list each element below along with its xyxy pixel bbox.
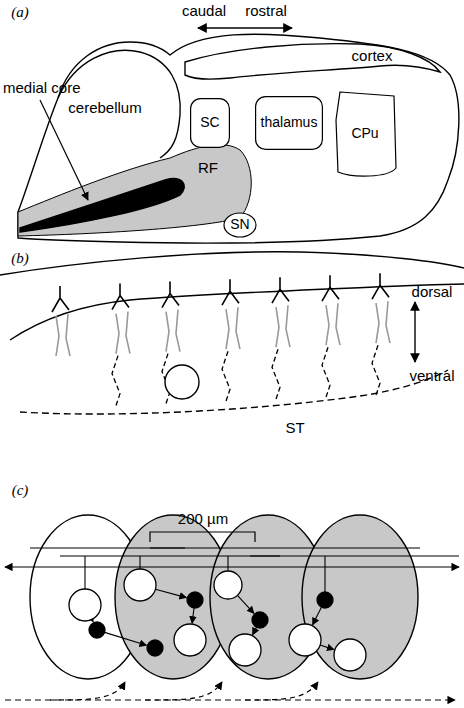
text-label: cerebellum [68,100,141,117]
axon-line [227,556,228,571]
synapse-arrow [320,645,334,650]
dendrite-dashed [272,349,280,399]
medial-core [20,179,184,232]
region-name: thalamus [261,115,318,130]
projection-cell [289,624,321,656]
modules [5,515,459,700]
region-name: CPu [351,126,378,141]
dendrites [52,273,390,405]
synapse-arrow [105,632,147,645]
region-shape [224,213,256,237]
axis-arrow [414,302,415,362]
dendrite-grey [226,307,240,349]
text-label: (b) [11,250,29,267]
brain-region: SN [224,213,256,237]
dendrite-grey [376,301,390,343]
brain-outline [18,34,459,243]
dendrite-dashed [222,351,230,401]
cortex-inner-line [185,44,440,80]
cell-circuit [30,548,459,671]
text-label: medial core [3,80,81,97]
dendrite-dashed [322,347,330,397]
brain-region: CPu [332,90,398,178]
dendrite-branch [322,275,339,301]
dendrite-branch [372,273,389,299]
solitary-tract [20,370,448,414]
input-branches [50,682,318,700]
cerebellum-outline [58,50,180,158]
brain-sagittal [18,28,459,243]
inhibitory-cell [187,592,203,608]
synapse-arrow [155,589,186,597]
dendrite-branch [222,279,239,305]
region-shape [191,99,230,148]
projection-cell [174,624,206,656]
text-label: cortex [352,48,393,65]
inhibitory-cell [89,622,105,638]
dendrite-grey [116,312,130,354]
synapse-arrow [192,608,194,623]
text-label: 200 µm [178,511,228,528]
module-ellipse [302,515,418,679]
dendrite-branch [272,277,289,303]
axon-line [84,556,85,589]
axis-arrow [198,27,292,28]
text-label: ST [285,420,304,437]
axon-line [139,556,140,569]
dendrite-grey [56,314,70,356]
axon-line [60,555,280,556]
synapse-arrow [253,627,257,635]
projection-cell [124,569,156,601]
projection-cell [214,571,242,599]
axon-arrow [5,566,459,567]
axon-line [324,556,325,592]
projection-cell [229,634,261,666]
dendrite-grey [166,310,180,352]
region-shape [336,92,396,176]
dendrite-grey [326,303,340,345]
reticular-formation [18,145,251,236]
slice-section [0,252,464,414]
axon-line [150,547,420,548]
projection-cell [69,589,101,621]
dendrite-dashed [372,345,380,395]
inhibitory-cell [147,640,163,656]
inhibitory-cell [252,612,268,628]
dendrite-dashed [112,356,120,406]
region-name: SN [230,217,249,232]
scale-bar [150,532,255,542]
axon-line [250,555,459,556]
dendrite-branch [162,282,179,308]
text-label: RF [198,160,218,177]
surface-outline [0,252,464,275]
synapse-arrow [237,595,253,613]
synapse-arrow [313,607,322,625]
text-label: (a) [11,4,29,21]
brain-region: SC [190,98,230,148]
dendrite-branch [112,284,129,310]
region-shape [256,97,323,150]
text-label: dorsal [412,284,453,301]
brain-region: thalamus [255,96,323,150]
text-label: rostral [245,3,287,20]
neuron-soma [165,365,199,399]
text-label: (c) [12,482,29,499]
projection-cell [334,639,366,671]
inhibitory-cell [317,592,333,608]
text-label: caudal [182,3,226,20]
text-label: ventral [409,368,454,385]
dendrite-grey [276,305,290,347]
dendrite-branch [52,286,69,312]
region-name: SC [200,115,219,130]
